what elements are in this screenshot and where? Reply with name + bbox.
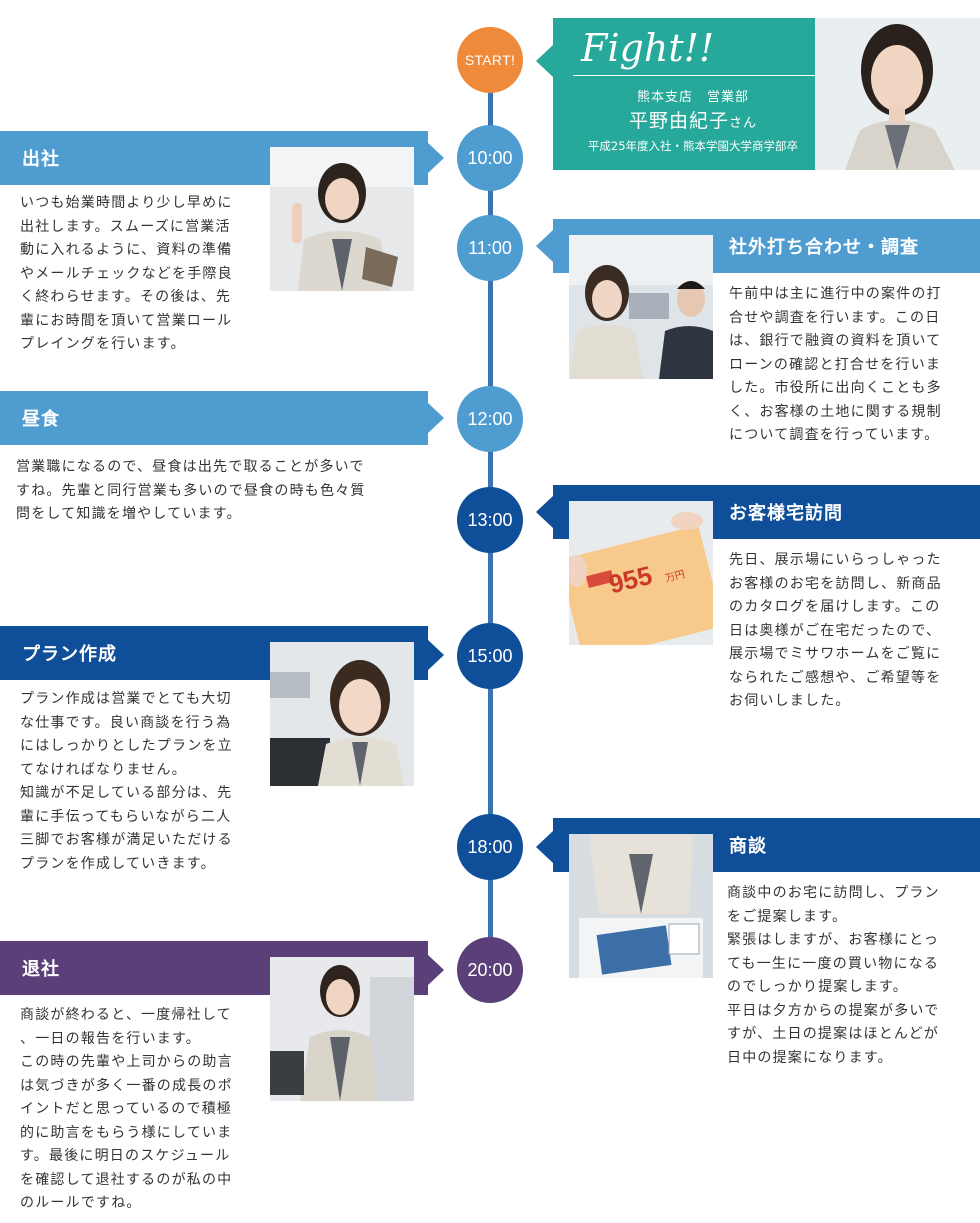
banner-pointer <box>427 402 444 434</box>
event-description: 商談が終わると、一度帰社して 、一日の報告を行います。 この時の先輩や上司からの… <box>20 1007 233 1211</box>
event-title: 出社 <box>22 149 60 170</box>
person-name: 平野由紀子 <box>628 110 729 132</box>
event-title: 退社 <box>22 959 60 980</box>
time-circle-1300: 13:00 <box>457 487 523 553</box>
banner-pointer <box>536 230 553 262</box>
event-banner-lunch: 昼食 <box>0 391 428 445</box>
banner-pointer <box>536 831 553 863</box>
event-title: 社外打ち合わせ・調査 <box>729 237 919 258</box>
event-photo-arrival <box>270 147 414 291</box>
event-description: 午前中は主に進行中の案件の打 合せや調査を行います。この日 は、銀行で融資の資料… <box>729 286 942 443</box>
time-circle-1100: 11:00 <box>457 215 523 281</box>
intro-department: 熊本支店 営業部 <box>636 90 749 105</box>
catalog-unit: 万円 <box>664 569 686 585</box>
event-photo-plan <box>270 642 414 786</box>
time-circle-1000: 10:00 <box>457 125 523 191</box>
fight-title: Fight!! <box>581 26 715 70</box>
time-label: 15:00 <box>467 645 513 666</box>
portrait-photo <box>815 18 980 170</box>
event-description: 先日、展示場にいらっしゃった お客様のお宅を訪問し、新商品 のカタログを届けしま… <box>729 552 942 709</box>
time-label: 20:00 <box>467 959 513 980</box>
time-label: 11:00 <box>468 237 512 258</box>
time-label: 10:00 <box>467 147 513 168</box>
banner-pointer <box>427 142 444 174</box>
start-label: START! <box>464 52 516 68</box>
event-photo-meeting <box>569 235 713 379</box>
banner-pointer <box>427 639 444 671</box>
time-label: 12:00 <box>467 408 513 429</box>
intro-panel: Fight!! 熊本支店 営業部 平野由紀子さん 平成25年度入社・熊本学園大学… <box>553 18 980 170</box>
time-label: 13:00 <box>467 509 513 530</box>
event-photo-leaving <box>270 957 414 1101</box>
intro-name: 平野由紀子さん <box>553 106 833 133</box>
banner-pointer <box>427 954 444 986</box>
time-circle-1500: 15:00 <box>457 623 523 689</box>
time-label: 18:00 <box>467 836 513 857</box>
time-circle-2000: 20:00 <box>457 937 523 1003</box>
time-circle-1800: 18:00 <box>457 814 523 880</box>
event-title: プラン作成 <box>22 644 117 665</box>
name-suffix: さん <box>729 116 758 131</box>
event-description: いつも始業時間より少し早めに 出社します。スムーズに営業活 動に入れるように、資… <box>20 195 233 352</box>
event-title: 昼食 <box>22 409 60 430</box>
event-photo-visit: 955 万円 <box>569 501 713 645</box>
event-title: 商談 <box>729 836 767 857</box>
event-description: 商談中のお宅に訪問し、プラン をご提案します。 緊張はしますが、お客様にとっ て… <box>727 885 940 1066</box>
event-description: 営業職になるので、昼食は出先で取ることが多いで すね。先輩と同行営業も多いので昼… <box>16 459 366 522</box>
banner-pointer <box>536 496 553 528</box>
event-title: お客様宅訪問 <box>729 503 843 524</box>
divider <box>573 75 815 76</box>
time-circle-1200: 12:00 <box>457 386 523 452</box>
start-circle: START! <box>457 27 523 93</box>
event-photo-negotiation <box>569 834 713 978</box>
intro-pointer <box>536 45 553 77</box>
intro-graduation: 平成25年度入社・熊本学園大学商学部卒 <box>587 139 799 153</box>
event-description: プラン作成は営業でとても大切 な仕事です。良い商談を行う為 にはしっかりとしたプ… <box>20 691 233 872</box>
